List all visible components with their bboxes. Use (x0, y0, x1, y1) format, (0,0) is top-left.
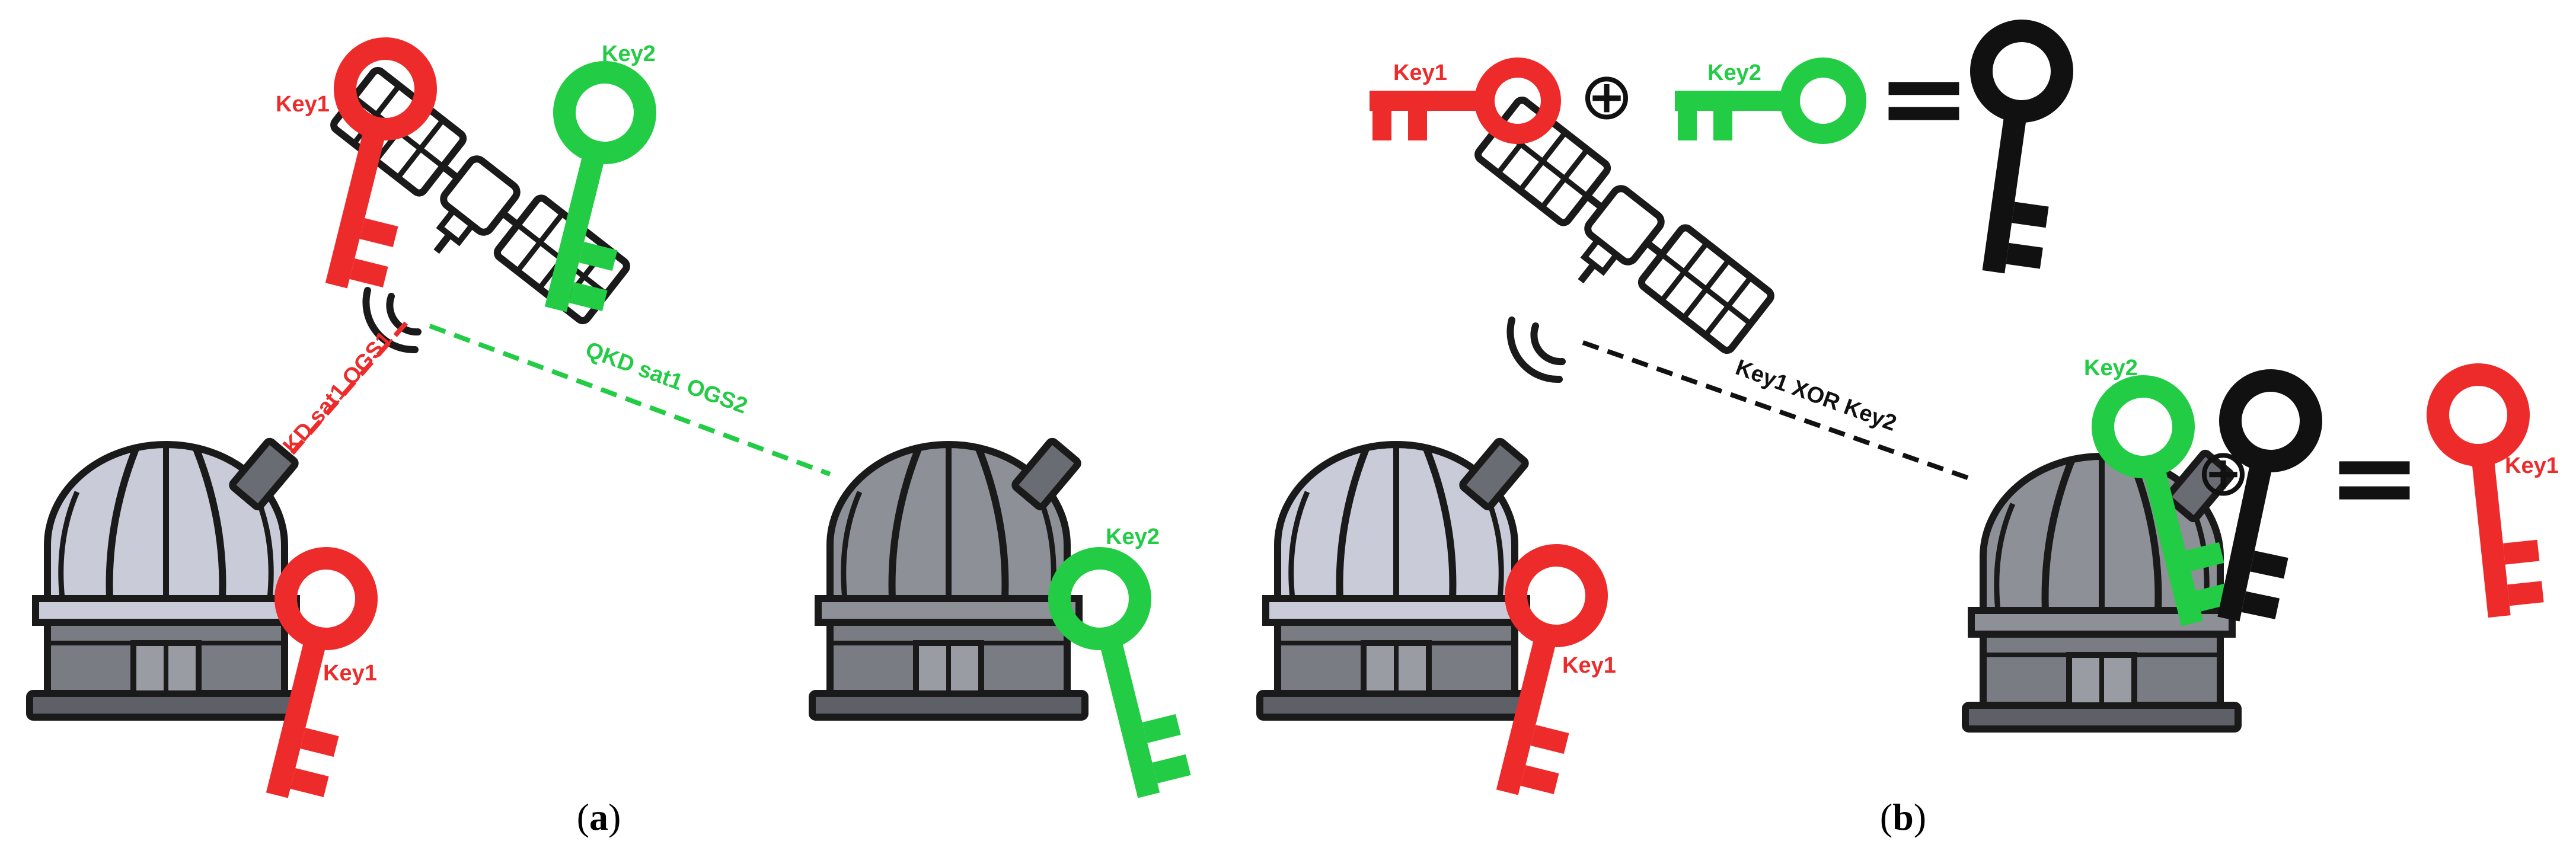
qkd-link-ogs1 (272, 321, 408, 476)
panel-b: Key1 ⊕ Key2 = Key1 XOR Key2 Key1 Key2 ⊕ … (1260, 25, 2559, 838)
caption-b: (b) (1880, 796, 1926, 838)
ogs2-equals-symbol-b: = (2327, 411, 2421, 542)
ogs1-key-label-a: Key1 (323, 661, 377, 686)
eq-equals-symbol-b: = (1876, 32, 1971, 163)
ogs1-observatory-b (1260, 440, 1533, 717)
ogs2-key2-label-b: Key2 (2084, 356, 2138, 380)
caption-a: (a) (577, 796, 621, 838)
eq-xor-symbol-b: ⊕ (1579, 58, 1634, 134)
ogs2-result-label-b: Key1 (2505, 453, 2559, 478)
ogs2-key-a (1051, 548, 1193, 805)
qkd-link-ogs2 (429, 324, 831, 477)
ogs2-key-label-a: Key2 (1106, 525, 1160, 549)
sat-key2-label-a: Key2 (602, 41, 656, 66)
ogs2-result-key-b (2434, 370, 2545, 621)
ogs1-observatory-a (30, 440, 302, 717)
qkd-link-ogs2-label: QKD sat1 OGS2 (582, 337, 751, 419)
panel-a: Key1 Key2 QKD sat1 OGS1 QKD sat1 OGS2 Ke… (30, 40, 1193, 838)
sat-key1-label-a: Key1 (276, 92, 330, 117)
xor-link-b (1582, 340, 1975, 482)
eq-key1-label-b: Key1 (1393, 60, 1447, 85)
ogs1-key-label-b: Key1 (1562, 653, 1616, 678)
eq-key2-label-b: Key2 (1707, 60, 1761, 85)
ogs2-observatory-a (812, 440, 1085, 717)
eq-key2-b (1675, 68, 1856, 140)
eq-result-key-b (1953, 25, 2073, 278)
